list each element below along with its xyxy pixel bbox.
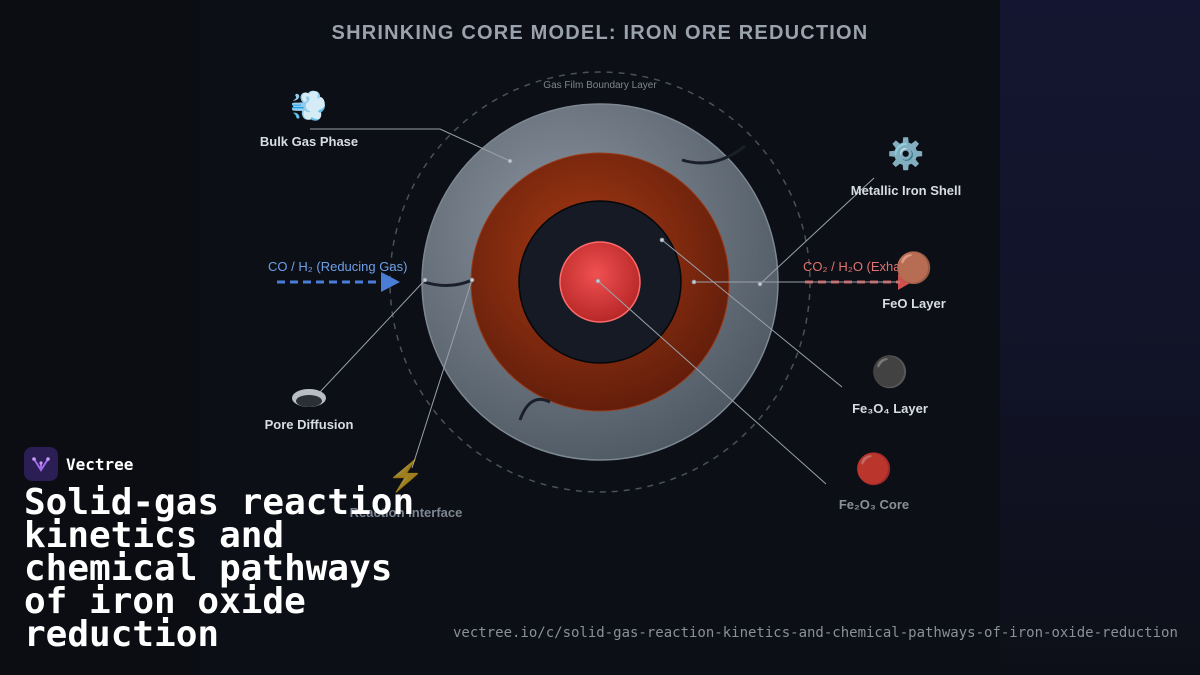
leader-fe2o3 bbox=[597, 280, 827, 485]
diagram-title: SHRINKING CORE MODEL: IRON ORE REDUCTION bbox=[331, 22, 869, 44]
leader-bulk-gas bbox=[310, 128, 511, 162]
pore-curve bbox=[423, 278, 473, 287]
fe3o4-icon: ⚫ bbox=[871, 356, 909, 389]
pore-curve bbox=[518, 397, 551, 421]
exhaust-arrowhead bbox=[898, 274, 912, 290]
reducing-gas-arrowhead bbox=[381, 272, 400, 292]
vectree-logo-icon bbox=[24, 447, 58, 481]
pore-curve bbox=[681, 144, 746, 165]
leader-reaction-interface bbox=[411, 279, 473, 469]
brand: Vectree bbox=[24, 447, 133, 481]
right-gradient-panel bbox=[1000, 0, 1200, 675]
gas-film-boundary-label: Gas Film Boundary Layer bbox=[543, 80, 657, 91]
pore-diffusion-icon bbox=[292, 389, 326, 407]
fe2o3-icon: 🔴 bbox=[855, 453, 893, 486]
leader-metallic-iron bbox=[759, 177, 875, 285]
page-url[interactable]: vectree.io/c/solid-gas-reaction-kinetics… bbox=[453, 625, 1178, 641]
bulk-gas-icon: 💨 bbox=[290, 90, 328, 123]
exhaust-gas-label: CO₂ / H₂O (Exha bbox=[803, 259, 901, 274]
reaction-interface-label: Reaction Interface bbox=[349, 505, 463, 520]
reducing-gas-label: CO / H₂ (Reducing Gas) bbox=[268, 259, 408, 274]
reaction-interface-icon: ⚡ bbox=[387, 460, 425, 493]
leader-pore-diffusion bbox=[319, 279, 426, 393]
feo-label: FeO Layer bbox=[882, 296, 946, 311]
leader-fe3o4 bbox=[661, 239, 843, 388]
page-headline: Solid-gas reaction kinetics and chemical… bbox=[24, 482, 415, 655]
feo-icon: 🟤 bbox=[895, 252, 933, 285]
brand-name: Vectree bbox=[66, 454, 134, 474]
pore-diffusion-label: Pore Diffusion bbox=[264, 417, 354, 432]
fe2o3-label: Fe₂O₃ Core bbox=[838, 497, 910, 512]
metallic-iron-icon: ⚙️ bbox=[887, 138, 925, 171]
fe3o4-label: Fe₃O₄ Layer bbox=[852, 401, 928, 416]
bulk-gas-label: Bulk Gas Phase bbox=[259, 134, 359, 149]
metallic-iron-label: Metallic Iron Shell bbox=[850, 183, 962, 198]
